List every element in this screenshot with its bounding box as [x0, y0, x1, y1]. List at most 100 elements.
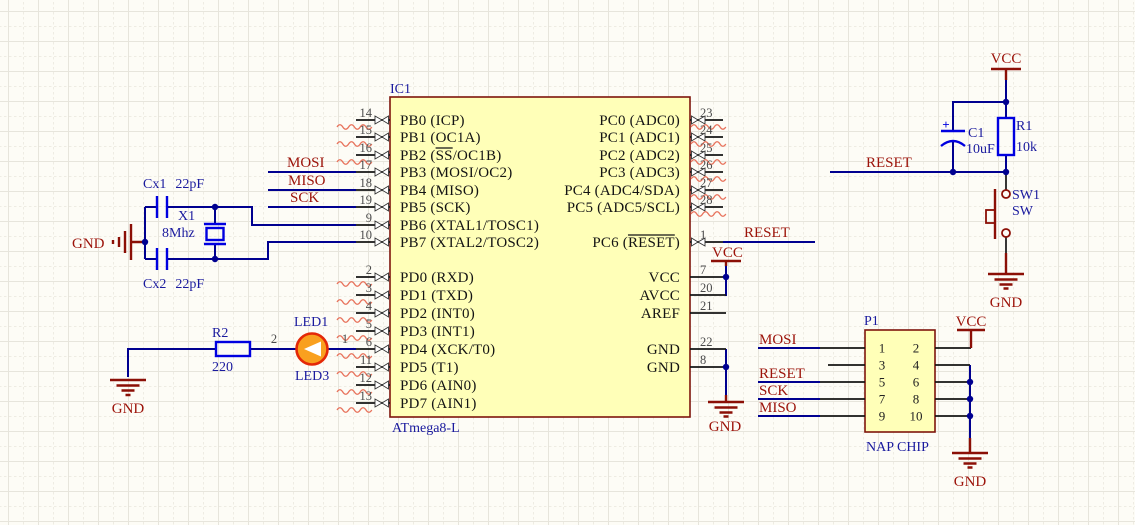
- net-label-miso-p1[interactable]: MISO: [759, 400, 797, 416]
- resistor-r1[interactable]: R1 10k: [996, 116, 1037, 157]
- p1-pin-number[interactable]: 6: [913, 375, 920, 390]
- vcc-symbol-icon: [957, 328, 985, 348]
- p1-pin-number[interactable]: 10: [910, 409, 923, 424]
- p1-pin-number[interactable]: 9: [879, 409, 886, 424]
- pin-name: PC2 (ADC2): [599, 148, 680, 164]
- pin-name: PB5 (SCK): [400, 200, 471, 216]
- pin-name: GND: [647, 360, 680, 376]
- ic1-designator[interactable]: IC1: [390, 82, 411, 97]
- p1-left-stubs[interactable]: [820, 347, 865, 417]
- gnd-symbol-icon: [708, 395, 744, 418]
- compile-mark-icon: [336, 389, 373, 395]
- p1-pin-number[interactable]: 4: [913, 358, 920, 373]
- ic1-body[interactable]: [389, 96, 691, 418]
- pin-number: 1: [700, 228, 706, 242]
- p1-pin-number[interactable]: 8: [913, 392, 920, 407]
- net-label-mosi[interactable]: MOSI: [287, 155, 325, 171]
- pin-arrow-icon: [381, 362, 389, 372]
- led1[interactable]: LED1 LED3: [294, 315, 329, 384]
- p1-pin-number[interactable]: 3: [879, 358, 886, 373]
- net-label-sck-p1[interactable]: SCK: [759, 383, 788, 399]
- p1-body[interactable]: [864, 329, 936, 433]
- wire-led[interactable]: [127, 348, 356, 377]
- gnd-port-led[interactable]: GND: [110, 378, 146, 417]
- pin-number: 26: [700, 158, 713, 172]
- p1-pin-number[interactable]: 7: [879, 392, 886, 407]
- pin-arrow-icon: [374, 380, 383, 390]
- pin-number: 4: [366, 299, 373, 313]
- net-label-reset-pin1[interactable]: RESET: [744, 225, 790, 241]
- pin-name: PC5 (ADC5/SCL): [567, 200, 680, 216]
- crystal-x1[interactable]: X1 8Mhz: [162, 207, 226, 259]
- pin-number: 13: [360, 389, 373, 403]
- net-label-miso[interactable]: MISO: [288, 173, 326, 189]
- p1-pin-number[interactable]: 1: [879, 341, 886, 356]
- p1-right-stubs[interactable]: [935, 347, 971, 417]
- pin-arrow-icon: [691, 132, 699, 142]
- vcc-port-reset[interactable]: VCC: [991, 51, 1022, 80]
- pin-name: PB2 (SS/OC1B): [400, 148, 501, 164]
- vcc-port-ic[interactable]: VCC: [711, 245, 743, 266]
- wire-p1-left[interactable]: [758, 347, 820, 417]
- pin-number: 17: [360, 158, 373, 172]
- gnd-port-crystal[interactable]: GND: [72, 224, 145, 260]
- pin-arrow-icon: [381, 132, 389, 142]
- compile-mark-icon: [336, 317, 373, 323]
- resistor-r2[interactable]: R2 220: [212, 326, 252, 375]
- pin-arrow-icon: [374, 237, 383, 247]
- r2-designator: R2: [212, 326, 228, 341]
- ic1-part-label[interactable]: ATmega8-L: [392, 421, 460, 436]
- pin-arrow-icon: [697, 167, 706, 177]
- net-label-reset-rail[interactable]: RESET: [866, 155, 912, 171]
- net-label-reset-p1[interactable]: RESET: [759, 366, 805, 382]
- p1-designator[interactable]: P1: [864, 314, 879, 329]
- net-label-mosi-p1[interactable]: MOSI: [759, 332, 797, 348]
- net-label-sck[interactable]: SCK: [290, 190, 319, 206]
- gnd-port-switch[interactable]: GND: [988, 253, 1024, 311]
- wire-xtal1[interactable]: [145, 206, 356, 226]
- led-arrow-icon: [304, 341, 321, 357]
- gnd-port-p1[interactable]: GND: [952, 438, 988, 490]
- vcc-port-p1[interactable]: VCC: [956, 314, 987, 348]
- gnd-label: GND: [709, 419, 742, 435]
- p1-pin-number[interactable]: 2: [913, 341, 920, 356]
- capacitor-c1[interactable]: + C1 10uF: [940, 117, 995, 157]
- p1-part-label[interactable]: NAP CHIP: [866, 440, 929, 455]
- p1-pin-number[interactable]: 5: [879, 375, 886, 390]
- pin-name: PB6 (XTAL1/TOSC1): [400, 218, 539, 234]
- wire-c1-branch[interactable]: [952, 101, 1006, 172]
- gnd-label: GND: [112, 401, 145, 417]
- pin-name: AREF: [641, 306, 680, 322]
- gnd-port-ic[interactable]: GND: [708, 395, 744, 435]
